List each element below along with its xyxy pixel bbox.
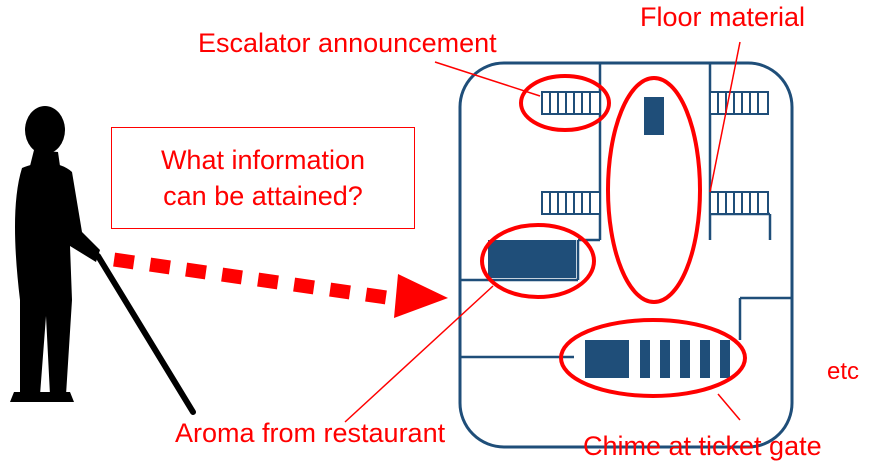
- escalator-icon: [541, 191, 601, 215]
- escalator-icon: [709, 91, 769, 115]
- ticket-gate-highlight: [559, 318, 747, 398]
- escalator-icon: [709, 191, 769, 215]
- leader-lines: [344, 41, 741, 423]
- restaurant-highlight: [480, 223, 596, 299]
- floor-material-label: Floor material: [640, 2, 806, 32]
- question-line-1: What information: [160, 145, 366, 175]
- dashed-arrow: [113, 252, 448, 318]
- escalator-announcement-label: Escalator announcement: [198, 28, 497, 58]
- person-with-cane-figure: [10, 106, 100, 402]
- floor-marker: [644, 97, 664, 135]
- question-box: What information can be attained?: [111, 127, 415, 229]
- escalator-icon: [541, 91, 601, 115]
- aroma-label: Aroma from restaurant: [175, 418, 446, 448]
- restaurant-block: [488, 240, 576, 278]
- white-cane: [95, 253, 196, 415]
- question-line-2: can be attained?: [163, 181, 363, 211]
- ticket-gates: [585, 340, 730, 378]
- floor-highlight: [606, 76, 702, 304]
- escalator-highlight: [519, 74, 611, 132]
- highlight-ellipses: [480, 74, 747, 398]
- chime-label: Chime at ticket gate: [583, 431, 822, 461]
- etc-label: etc: [827, 358, 860, 385]
